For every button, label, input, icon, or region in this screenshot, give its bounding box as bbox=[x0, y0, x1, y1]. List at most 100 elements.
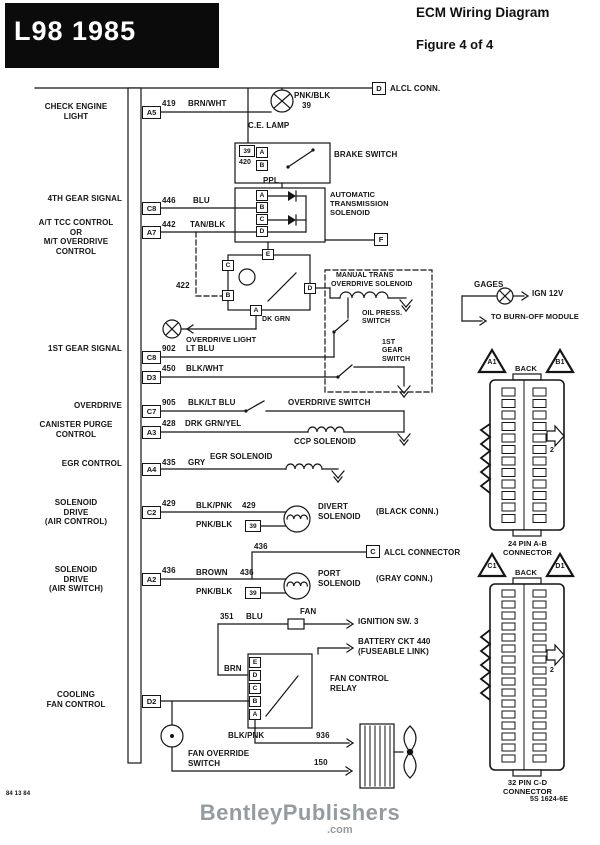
label-fan-control-relay: FAN CONTROL RELAY bbox=[330, 674, 389, 693]
wire-color-442: TAN/BLK bbox=[190, 220, 226, 229]
wire-color-brown: BROWN bbox=[196, 568, 228, 577]
label-at-tcc-control: A/T TCC CONTROL OR M/T OVERDRIVE CONTROL bbox=[38, 218, 114, 256]
wire-number-429: 429 bbox=[162, 499, 176, 508]
label-overdrive: OVERDRIVE bbox=[73, 401, 122, 410]
wire-number-450: 450 bbox=[162, 364, 176, 373]
label-port-solenoid: PORT SOLENOID bbox=[318, 569, 361, 588]
b1-triangle-icon bbox=[545, 347, 575, 374]
label-a1: A1 bbox=[487, 359, 497, 366]
label-overdrive-light: OVERDRIVE LIGHT bbox=[186, 335, 257, 344]
od-relay-pin-d: D bbox=[304, 283, 316, 294]
brake-39-box: 39 bbox=[239, 145, 255, 157]
label-gages: GAGES bbox=[474, 280, 504, 289]
label-canister-purge-control: CANISTER PURGE CONTROL bbox=[39, 420, 113, 439]
label-d1: D1 bbox=[555, 563, 565, 570]
wire-color-428: DRK GRN/YEL bbox=[185, 419, 242, 428]
wire-color-blk-pnk: BLK/PNK bbox=[196, 501, 233, 510]
f-connector-box: F bbox=[374, 233, 388, 246]
label-divert-solenoid: DIVERT SOLENOID bbox=[318, 502, 361, 521]
fan-relay-pin-b: B bbox=[249, 696, 261, 707]
wire-number-422: 422 bbox=[176, 281, 190, 290]
od-relay-pin-e: E bbox=[262, 249, 274, 260]
wire-color-902: LT BLU bbox=[186, 344, 215, 353]
label-battery-ckt: BATTERY CKT 440 (FUSEABLE LINK) bbox=[358, 637, 431, 656]
wire-color-419: BRN/WHT bbox=[188, 99, 227, 108]
connector-24pin bbox=[477, 347, 575, 537]
label-auto-trans-solenoid: AUTOMATIC TRANSMISSION SOLENOID bbox=[330, 190, 389, 217]
publisher-watermark: BentleyPublishers bbox=[199, 800, 401, 825]
wire-color-brn: BRN bbox=[224, 664, 242, 673]
model-badge-text: L98 1985 bbox=[14, 16, 137, 46]
label-1st-gear-signal: 1ST GEAR SIGNAL bbox=[48, 344, 122, 353]
manual-trans-box bbox=[324, 269, 433, 393]
pin-c2: C2 bbox=[142, 506, 161, 519]
pin-a2: A2 bbox=[142, 573, 161, 586]
wire-number-435: 435 bbox=[162, 458, 176, 467]
d1-triangle-icon bbox=[545, 551, 575, 578]
label-solenoid-drive-air-control: SOLENOID DRIVE (AIR CONTROL) bbox=[44, 498, 108, 527]
wire-color-pnk-blk-2: PNK/BLK bbox=[196, 587, 233, 596]
label-fan-override-switch: FAN OVERRIDE SWITCH bbox=[188, 749, 250, 768]
label-overdrive-solenoid: OVERDRIVE SOLENOID bbox=[331, 281, 413, 288]
auto-trans-solenoid-box bbox=[234, 187, 326, 243]
label-manual-trans: MANUAL TRANS bbox=[336, 272, 394, 279]
brake-pin-a: A bbox=[256, 147, 268, 158]
pin-a7: A7 bbox=[142, 226, 161, 239]
pin-d2: D2 bbox=[142, 695, 161, 708]
label-32-pin-connector: 32 PIN C-D CONNECTOR bbox=[502, 778, 553, 796]
box-39-divert: 39 bbox=[245, 520, 261, 532]
wire-number-436-branch: 436 bbox=[254, 542, 268, 551]
label-black-conn: (BLACK CONN.) bbox=[376, 507, 439, 516]
date-code: 84 13 84 bbox=[6, 791, 31, 797]
arrow-right-icon bbox=[546, 424, 565, 448]
label-brake-switch: BRAKE SWITCH bbox=[334, 150, 398, 159]
c1-triangle-icon bbox=[477, 551, 507, 578]
label-overdrive-switch: OVERDRIVE SWITCH bbox=[288, 398, 371, 407]
wire-number-420: 420 bbox=[239, 159, 251, 166]
wire-color-435: GRY bbox=[188, 458, 206, 467]
label-c1: C1 bbox=[487, 563, 497, 570]
figure-label: Figure 4 of 4 bbox=[416, 37, 494, 52]
wire-number-39-top: 39 bbox=[302, 101, 312, 110]
wire-number-429b: 429 bbox=[242, 501, 256, 510]
wire-color-450: BLK/WHT bbox=[186, 364, 224, 373]
wires bbox=[34, 87, 529, 789]
label-back-24: BACK bbox=[515, 364, 538, 373]
arrow-right-icon bbox=[546, 643, 565, 667]
wire-number-436: 436 bbox=[162, 566, 176, 575]
overdrive-relay-box bbox=[227, 254, 311, 311]
pin-c8-4th-gear: C8 bbox=[142, 202, 161, 215]
wire-number-428: 428 bbox=[162, 419, 176, 428]
pin-a5: A5 bbox=[142, 106, 161, 119]
brake-pin-b: B bbox=[256, 160, 268, 171]
a1-triangle-icon bbox=[477, 347, 507, 374]
wire-color-ppl: PPL bbox=[263, 176, 279, 185]
label-2-32: 2 bbox=[550, 667, 554, 674]
pin-d3: D3 bbox=[142, 371, 161, 384]
label-oil-press-switch: OIL PRESS. SWITCH bbox=[362, 310, 403, 326]
doc-title: ECM Wiring Diagram bbox=[416, 5, 550, 20]
connector-32pin bbox=[477, 551, 575, 777]
label-egr-solenoid: EGR SOLENOID bbox=[210, 452, 273, 461]
wire-color-blk-pnk-fan: BLK/PNK bbox=[228, 731, 265, 740]
wire-color-446: BLU bbox=[193, 196, 210, 205]
publisher-watermark-suffix: .com bbox=[327, 824, 353, 836]
ecm-connector-bus bbox=[127, 87, 142, 764]
label-check-engine-light: CHECK ENGINE LIGHT bbox=[44, 102, 108, 121]
model-badge: L98 1985 bbox=[5, 3, 219, 68]
wire-color-905: BLK/LT BLU bbox=[188, 398, 236, 407]
label-cooling-fan-control: COOLING FAN CONTROL bbox=[46, 690, 106, 709]
fan-relay-pin-c: C bbox=[249, 683, 261, 694]
trans-pin-d: D bbox=[256, 226, 268, 237]
label-back-32: BACK bbox=[515, 568, 538, 577]
divert-solenoid-symbol bbox=[283, 505, 311, 533]
label-ccp-solenoid: CCP SOLENOID bbox=[294, 437, 356, 446]
wire-color-351: BLU bbox=[246, 612, 263, 621]
od-relay-pin-b: B bbox=[222, 290, 234, 301]
fan-relay-pin-d: D bbox=[249, 670, 261, 681]
wire-number-902: 902 bbox=[162, 344, 176, 353]
trans-pin-b: B bbox=[256, 202, 268, 213]
label-b1: B1 bbox=[555, 359, 565, 366]
